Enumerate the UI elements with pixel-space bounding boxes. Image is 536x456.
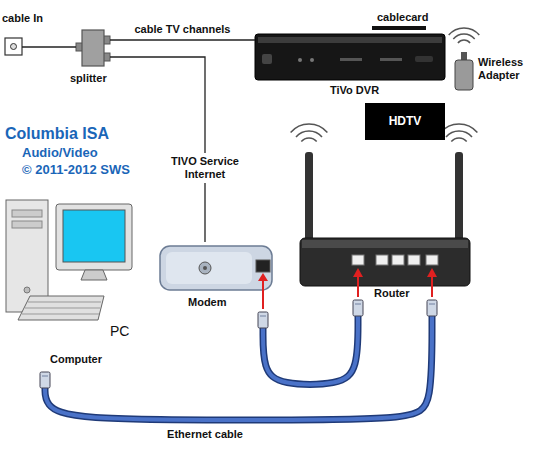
modem: Modem (160, 242, 275, 312)
node-label: Modem (188, 296, 227, 309)
watermark: Columbia ISA (5, 124, 109, 143)
node-label: Wireless Adapter (478, 56, 530, 82)
node-label: Router (374, 287, 409, 300)
wall-jack (5, 38, 22, 55)
computer: PC Computer (2, 195, 135, 372)
dvr-illustration (255, 34, 445, 80)
wireless-adapter: Wireless Adapter (452, 44, 532, 96)
ethernet-cable (258, 300, 363, 384)
router: Router (300, 150, 470, 300)
node-label: cable In (2, 12, 43, 25)
edge-label: cable TV channels (135, 23, 231, 36)
computer-illustration (6, 200, 132, 320)
tv-box: HDTV (365, 103, 445, 140)
jack-socket (11, 44, 17, 50)
ethernet-cable (40, 300, 437, 420)
cablecard-bar (372, 26, 426, 30)
router-illustration (291, 124, 478, 286)
splitter-symbol (76, 30, 110, 66)
coax-wire (110, 57, 205, 242)
edge-label: Ethernet cable (167, 428, 243, 441)
node-label: Computer (50, 353, 102, 366)
part-label: cablecard (377, 11, 428, 24)
wireless-adapter-icon (449, 28, 480, 90)
coax-wire (22, 47, 76, 48)
node-label: PC (110, 323, 129, 340)
node-label: splitter (70, 72, 107, 85)
coax-wire (110, 40, 255, 41)
port-arrow (258, 268, 437, 309)
watermark: © 2011-2012 SWS (22, 162, 130, 178)
splitter: splitter (76, 30, 110, 66)
node-label: HDTV (389, 114, 422, 128)
wall-jack: cable In (5, 38, 22, 56)
modem-illustration (160, 246, 272, 290)
watermark: Audio/Video (22, 145, 98, 161)
edge-label: TIVO Service Internet (159, 153, 251, 183)
dvr-box: TiVo DVR (255, 34, 445, 80)
node-label: TiVo DVR (330, 84, 379, 97)
